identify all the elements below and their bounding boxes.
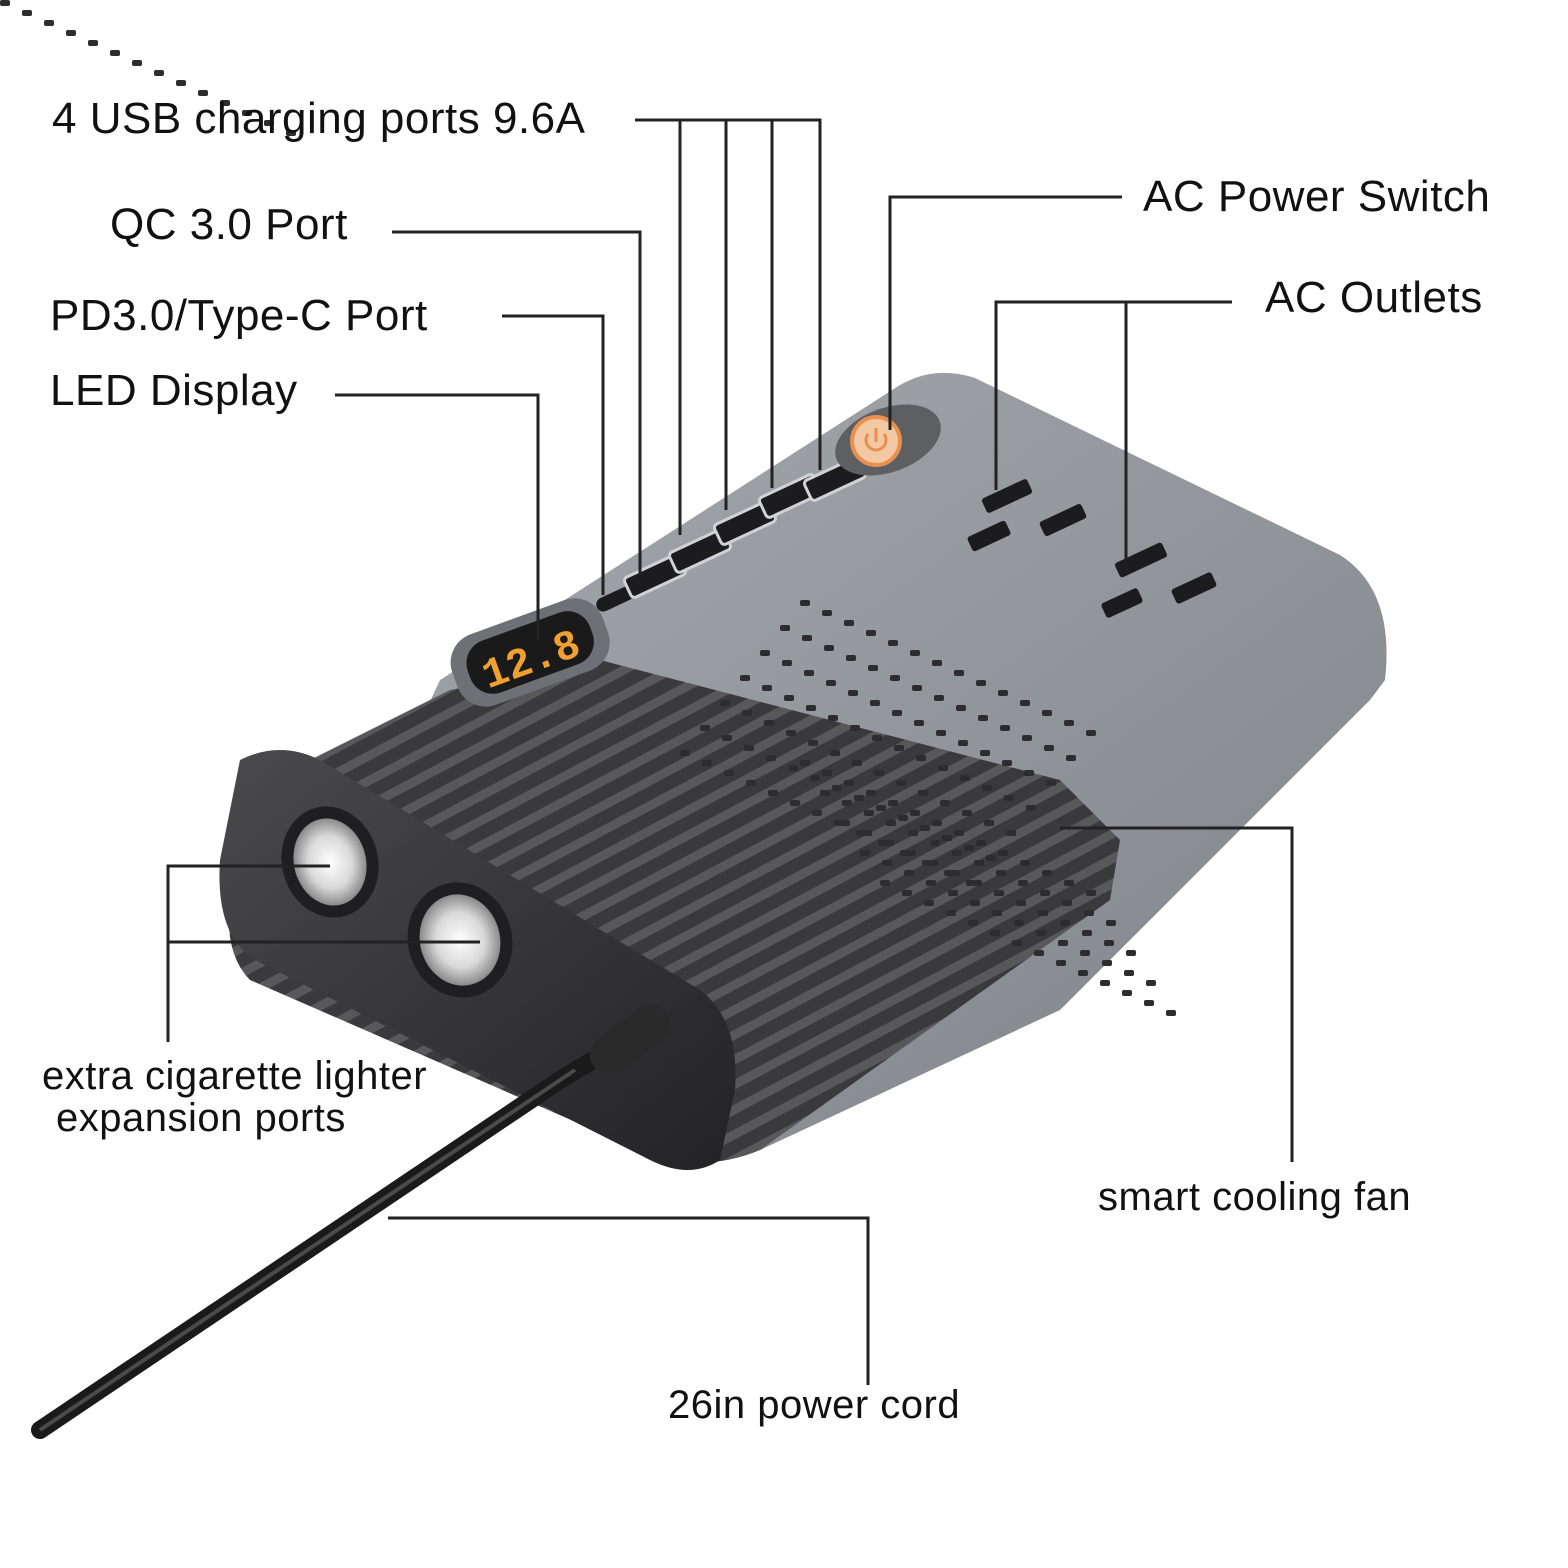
- label-pd-port: PD3.0/Type-C Port: [50, 291, 428, 340]
- leader-lines: [166, 118, 1294, 1385]
- label-lighter-ports-line2: expansion ports: [56, 1096, 346, 1140]
- label-ac-power-switch: AC Power Switch: [1143, 172, 1491, 221]
- label-power-cord: 26in power cord: [668, 1383, 961, 1427]
- label-ac-outlets: AC Outlets: [1265, 273, 1483, 322]
- power-cord: [31, 1005, 670, 1439]
- label-cooling-fan: smart cooling fan: [1098, 1175, 1412, 1219]
- ac-outlets: [967, 479, 1217, 618]
- label-qc-port: QC 3.0 Port: [110, 200, 348, 249]
- power-icon: [864, 428, 888, 452]
- ac-power-switch: [835, 404, 941, 476]
- vent-grille: [0, 0, 1176, 1016]
- pd-port: [596, 586, 634, 612]
- lighter-sockets: [281, 806, 513, 998]
- label-lighter-ports-line1: extra cigarette lighter: [42, 1054, 428, 1098]
- led-display: [450, 598, 610, 707]
- label-usb-ports: 4 USB charging ports 9.6A: [52, 94, 586, 143]
- label-led-display: LED Display: [50, 366, 298, 415]
